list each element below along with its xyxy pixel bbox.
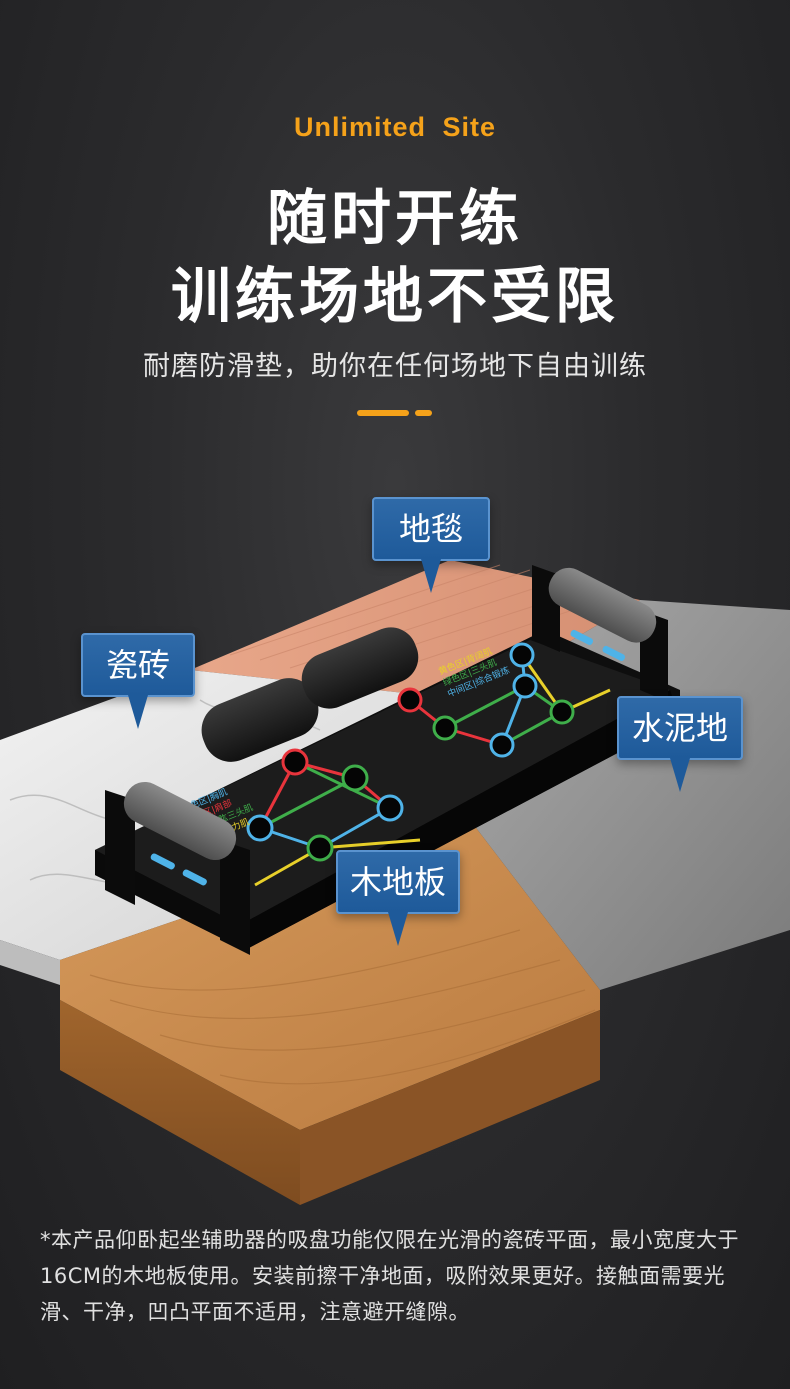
subtitle: 耐磨防滑垫，助你在任何场地下自由训练	[143, 351, 647, 382]
roller-right	[301, 627, 419, 709]
label-wood-floor: 木地板	[336, 850, 460, 946]
handle-left	[105, 781, 250, 955]
label-tile: 瓷砖	[81, 633, 195, 729]
accent-bar-short	[415, 410, 432, 416]
headline-line-1: 随时开练	[267, 184, 523, 254]
handle-right	[532, 565, 668, 702]
board-holes	[246, 642, 575, 862]
label-carpet: 地毯	[372, 497, 490, 593]
headline-line-2: 训练场地不受限	[171, 262, 619, 332]
footnote: *本产品仰卧起坐辅助器的吸盘功能仅限在光滑的瓷砖平面，最小宽度大于16CM的木地…	[40, 1228, 739, 1324]
english-title: Unlimited Site	[293, 112, 497, 142]
label-cement: 水泥地	[617, 696, 743, 792]
floor-wood	[60, 820, 600, 1205]
accent-bar-long	[357, 410, 409, 416]
roller-left	[201, 678, 319, 762]
